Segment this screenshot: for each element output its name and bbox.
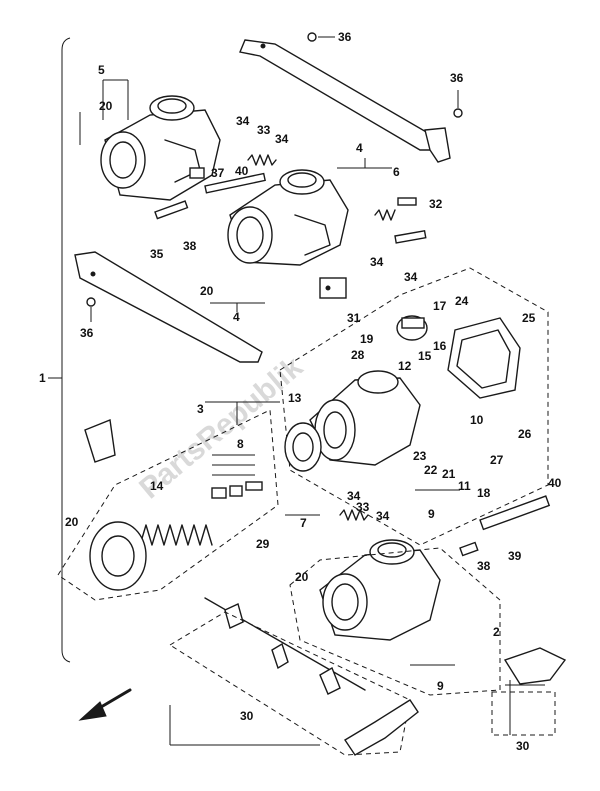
callout-33-upper: 33 bbox=[257, 123, 271, 137]
screw-36-right bbox=[453, 90, 463, 118]
carburetor-upper-left bbox=[100, 95, 221, 201]
cover-group-outline bbox=[57, 409, 279, 601]
callout-13: 13 bbox=[288, 391, 302, 405]
throttle-lever bbox=[344, 699, 419, 756]
callout-10: 10 bbox=[470, 413, 484, 427]
sub-assembly-outline bbox=[279, 267, 549, 546]
screw-36-left bbox=[86, 297, 96, 322]
joint-32 bbox=[394, 229, 427, 244]
callout-36-left: 36 bbox=[80, 326, 94, 340]
spring-6 bbox=[374, 197, 417, 221]
callout-20-d: 20 bbox=[295, 570, 309, 584]
callout-35: 35 bbox=[150, 247, 164, 261]
synchronizing-spring-upper bbox=[247, 154, 277, 166]
float-19 bbox=[396, 315, 428, 341]
callout-7: 7 bbox=[300, 516, 307, 530]
callout-6: 6 bbox=[393, 165, 400, 179]
callout-38-lower: 38 bbox=[477, 559, 491, 573]
callout-37: 37 bbox=[211, 166, 225, 180]
callout-34-e: 34 bbox=[347, 489, 361, 503]
callout-16: 16 bbox=[433, 339, 447, 353]
diaphragm-13 bbox=[284, 422, 322, 472]
callout-4-top: 4 bbox=[356, 141, 363, 155]
callout-36-right: 36 bbox=[450, 71, 464, 85]
callout-19: 19 bbox=[360, 332, 374, 346]
callout-4-bottom: 4 bbox=[233, 310, 240, 324]
callout-5: 5 bbox=[98, 63, 105, 77]
bracket-left bbox=[84, 419, 116, 463]
callout-32: 32 bbox=[429, 197, 443, 211]
callout-9-upper: 9 bbox=[428, 507, 435, 521]
lower-carb-outline bbox=[289, 547, 501, 696]
callout-9-lower: 9 bbox=[437, 679, 444, 693]
synchronizing-spring-lower bbox=[339, 509, 369, 521]
callout-8: 8 bbox=[237, 437, 244, 451]
joint-pin-35 bbox=[154, 200, 189, 220]
callout-34-b: 34 bbox=[275, 132, 289, 146]
callout-1: 1 bbox=[39, 371, 46, 385]
leader-lines bbox=[79, 79, 460, 746]
callout-26: 26 bbox=[518, 427, 532, 441]
joint-rod-37 bbox=[204, 172, 266, 194]
callout-34-a: 34 bbox=[236, 114, 250, 128]
rod-end-bracket bbox=[424, 127, 451, 163]
callout-20-c: 20 bbox=[65, 515, 79, 529]
callout-34-f: 34 bbox=[376, 509, 390, 523]
callout-21: 21 bbox=[442, 467, 456, 481]
callout-34-c: 34 bbox=[370, 255, 384, 269]
callout-28: 28 bbox=[351, 348, 365, 362]
joint-38-lower bbox=[459, 541, 479, 557]
callout-33-lower: 33 bbox=[356, 500, 370, 514]
bracket-30-outline bbox=[491, 691, 556, 736]
screw-36-top bbox=[307, 32, 335, 42]
throttle-stop-31 bbox=[319, 277, 347, 299]
diaphragm-cover-3 bbox=[89, 521, 147, 591]
callout-18: 18 bbox=[477, 486, 491, 500]
callout-27: 27 bbox=[490, 453, 504, 467]
spring-14 bbox=[139, 524, 213, 546]
callout-38-upper: 38 bbox=[183, 239, 197, 253]
bracket-30-right bbox=[503, 647, 567, 735]
callout-23: 23 bbox=[413, 449, 427, 463]
callout-40-lower: 40 bbox=[548, 476, 562, 490]
carburetor-lower bbox=[319, 539, 441, 641]
jet-needle-8 bbox=[211, 481, 263, 499]
callout-14: 14 bbox=[150, 479, 164, 493]
throttle-shaft-linkage bbox=[204, 597, 366, 695]
callout-2: 2 bbox=[493, 625, 500, 639]
assembly-bracket bbox=[61, 37, 71, 663]
callout-24: 24 bbox=[455, 294, 469, 308]
callout-40-upper: 40 bbox=[235, 164, 249, 178]
callout-11: 11 bbox=[458, 479, 471, 493]
callout-labels: 1 2 3 4 4 5 6 7 8 9 9 10 11 12 13 14 15 … bbox=[39, 30, 562, 753]
callout-22: 22 bbox=[424, 463, 438, 477]
callout-39: 39 bbox=[508, 549, 522, 563]
callout-36-top: 36 bbox=[338, 30, 352, 44]
callout-12: 12 bbox=[398, 359, 412, 373]
direction-arrow bbox=[78, 688, 132, 721]
callout-25: 25 bbox=[522, 311, 536, 325]
callout-31: 31 bbox=[347, 311, 361, 325]
callout-17: 17 bbox=[433, 299, 447, 313]
carburetor-center bbox=[309, 370, 421, 466]
callout-30-b: 30 bbox=[516, 739, 530, 753]
lower-linkage-rod bbox=[74, 251, 263, 363]
callout-20-a: 20 bbox=[99, 99, 113, 113]
callout-34-d: 34 bbox=[404, 270, 418, 284]
callout-20-b: 20 bbox=[200, 284, 214, 298]
callout-15: 15 bbox=[418, 349, 432, 363]
joint-rod-39 bbox=[479, 495, 551, 531]
carburetor-middle bbox=[227, 169, 349, 266]
float-chamber-24 bbox=[447, 317, 521, 399]
callout-30-a: 30 bbox=[240, 709, 254, 723]
callout-29: 29 bbox=[256, 537, 270, 551]
callout-3: 3 bbox=[197, 402, 204, 416]
